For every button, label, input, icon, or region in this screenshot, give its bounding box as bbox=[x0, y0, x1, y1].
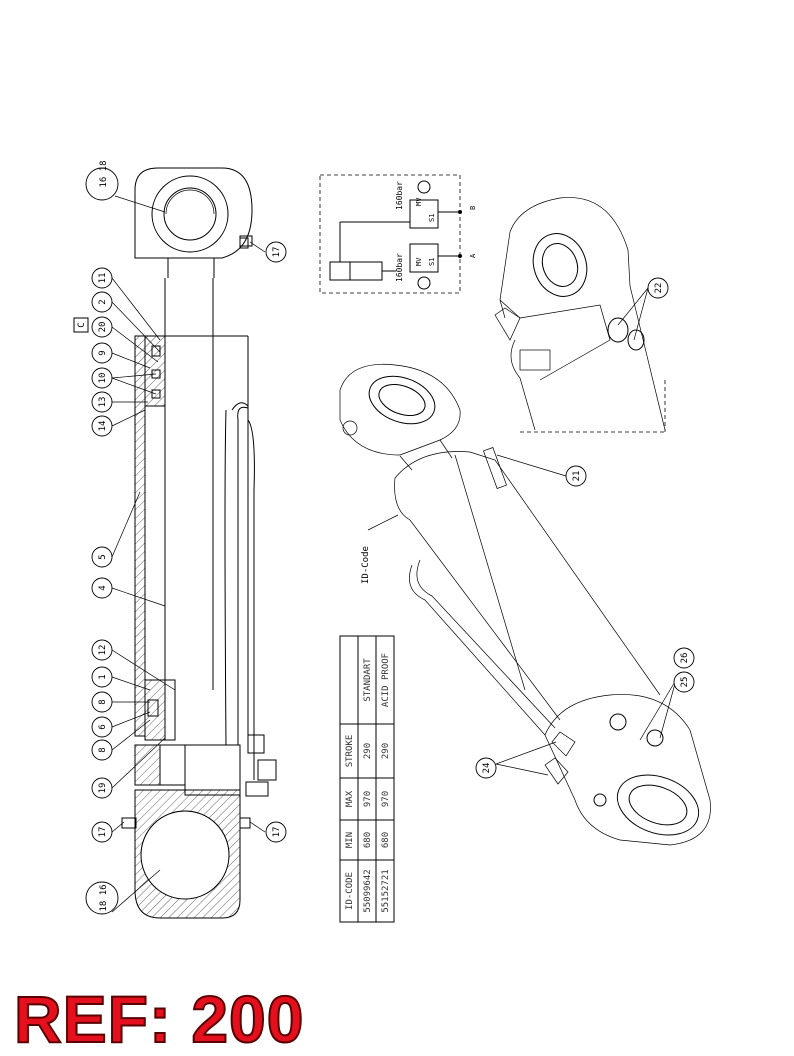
svg-text:1: 1 bbox=[98, 674, 108, 679]
table-header-max: MAX bbox=[345, 790, 355, 807]
valve-a-pressure: 160bar bbox=[395, 253, 404, 282]
svg-text:9: 9 bbox=[98, 350, 108, 355]
table-header-id-code: ID-CODE bbox=[345, 872, 355, 910]
section-marker: C bbox=[77, 322, 87, 327]
callout-24: 24 bbox=[475, 757, 497, 779]
table-cell: 970 bbox=[381, 791, 391, 807]
svg-text:17: 17 bbox=[272, 827, 282, 838]
svg-text:22: 22 bbox=[654, 283, 664, 294]
svg-text:18 16: 18 16 bbox=[99, 884, 109, 911]
svg-text:6: 6 bbox=[98, 724, 108, 729]
svg-text:25: 25 bbox=[680, 677, 690, 688]
callout-4: 4 bbox=[91, 577, 113, 599]
svg-text:12: 12 bbox=[98, 645, 108, 656]
svg-text:5: 5 bbox=[98, 554, 108, 559]
callout-9: 9 bbox=[91, 342, 113, 364]
id-code-label: ID-Code bbox=[361, 546, 371, 584]
callout-10: 10 bbox=[91, 367, 113, 389]
callout-19: 19 bbox=[91, 777, 113, 799]
port-a-label: A bbox=[469, 253, 477, 258]
svg-text:8: 8 bbox=[98, 747, 108, 752]
callout-18-16: 18 16 bbox=[85, 881, 119, 915]
reference-label: REF: 200 bbox=[13, 982, 305, 1056]
svg-text:11: 11 bbox=[98, 273, 108, 284]
valve-code-a: S1 bbox=[428, 258, 436, 266]
port-b-label: B bbox=[469, 206, 477, 210]
svg-text:10: 10 bbox=[98, 373, 108, 384]
callout-2: 2 bbox=[91, 291, 113, 313]
hydraulic-schematic: 160bar 160bar S1 S1 MV MV B A bbox=[319, 174, 477, 294]
callout-21: 21 bbox=[565, 465, 587, 487]
callout-13: 13 bbox=[91, 391, 113, 413]
valve-b-pressure: 160bar bbox=[395, 181, 404, 210]
table-header-stroke: STROKE bbox=[345, 735, 355, 768]
callout-6: 6 bbox=[91, 716, 113, 738]
detail-view bbox=[494, 197, 666, 433]
table-cell: ACID PROOF bbox=[381, 653, 391, 707]
callout-20: 20 bbox=[91, 316, 113, 338]
isometric-view bbox=[339, 363, 711, 846]
svg-text:24: 24 bbox=[482, 763, 492, 774]
callout-14: 14 bbox=[91, 415, 113, 437]
table-header-min: MIN bbox=[345, 832, 355, 848]
table-cell: STANDART bbox=[363, 658, 373, 702]
svg-text:13: 13 bbox=[98, 397, 108, 408]
svg-text:19: 19 bbox=[98, 783, 108, 794]
svg-text:17: 17 bbox=[272, 247, 282, 258]
svg-text:21: 21 bbox=[572, 471, 582, 482]
spec-table: ID-CODE MIN MAX STROKE 55099642 680 970 … bbox=[339, 635, 395, 923]
svg-text:16 18: 16 18 bbox=[99, 160, 109, 187]
section-marker-box bbox=[73, 317, 89, 333]
valve-code-b: S1 bbox=[428, 214, 436, 222]
table-cell: 680 bbox=[381, 832, 391, 848]
table-cell: 680 bbox=[363, 832, 373, 848]
callout-26: 26 bbox=[673, 647, 695, 669]
svg-text:4: 4 bbox=[98, 585, 108, 590]
cylinder-section-view bbox=[121, 167, 277, 919]
callout-17-left: 17 bbox=[91, 821, 113, 843]
callout-8b: 8 bbox=[91, 739, 113, 761]
callout-8a: 8 bbox=[91, 691, 113, 713]
table-cell: 55099642 bbox=[363, 869, 373, 912]
table-cell: 290 bbox=[363, 743, 373, 759]
svg-text:17: 17 bbox=[98, 827, 108, 838]
svg-text:26: 26 bbox=[680, 653, 690, 664]
svg-text:14: 14 bbox=[98, 421, 108, 432]
svg-text:20: 20 bbox=[98, 322, 108, 333]
callout-5: 5 bbox=[91, 546, 113, 568]
callouts: 16 18 17 11 2 20 9 10 13 14 5 4 12 1 8 6… bbox=[73, 160, 695, 915]
svg-text:2: 2 bbox=[98, 299, 108, 304]
callout-12: 12 bbox=[91, 639, 113, 661]
svg-text:8: 8 bbox=[98, 699, 108, 704]
valve-type-a: MV bbox=[415, 257, 423, 266]
callout-17-top: 17 bbox=[265, 241, 287, 263]
table-cell: 55152721 bbox=[381, 869, 391, 912]
valve-type-b: MV bbox=[415, 197, 423, 206]
callout-1: 1 bbox=[91, 666, 113, 688]
callout-25: 25 bbox=[673, 671, 695, 693]
callout-16-18-top: 16 18 bbox=[85, 160, 119, 201]
callout-22: 22 bbox=[647, 277, 669, 299]
callout-11: 11 bbox=[91, 267, 113, 289]
table-cell: 970 bbox=[363, 791, 373, 807]
table-cell: 290 bbox=[381, 743, 391, 759]
callout-17-bottom: 17 bbox=[265, 821, 287, 843]
